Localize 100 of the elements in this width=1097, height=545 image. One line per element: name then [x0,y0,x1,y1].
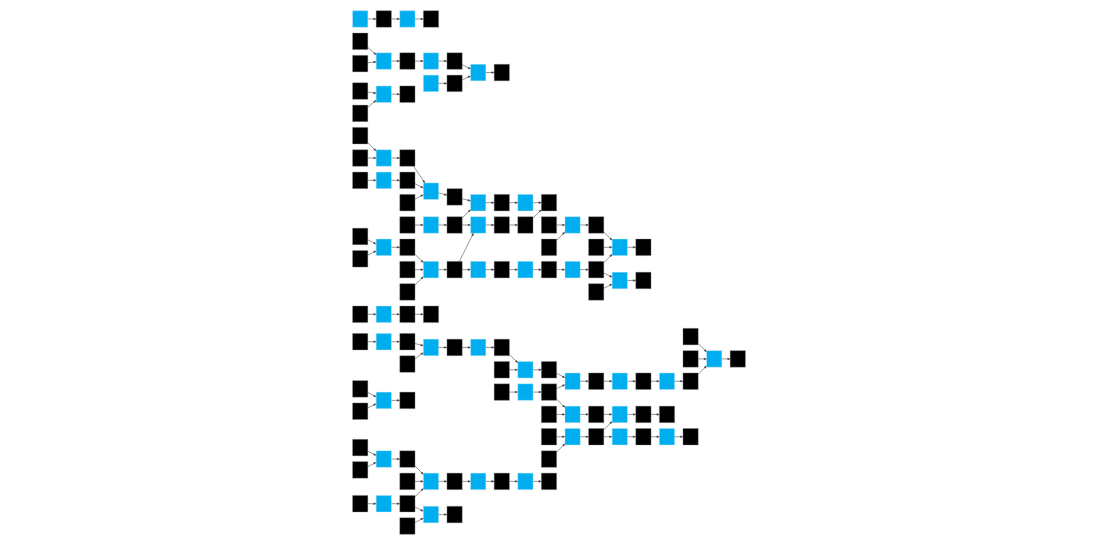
arrow [367,403,376,409]
arrow [412,166,425,183]
arrow [697,357,707,360]
node-box [399,261,415,279]
node-box [682,372,698,390]
arrow [367,340,376,343]
node-box [399,450,415,468]
arrow [485,223,494,226]
arrow [603,231,612,241]
node-box [399,355,415,373]
node-box [351,104,368,122]
node-box [446,261,462,279]
node-box [399,517,415,535]
arrow [579,268,589,271]
arrow [603,380,612,383]
node-box [446,472,462,490]
node-box [399,171,415,189]
arrow [414,480,423,483]
arrow [508,480,518,483]
arrow [367,17,376,20]
node-box [564,372,580,390]
node-box [635,405,651,423]
node-box [375,495,392,513]
arrow [532,391,541,394]
arrow [437,82,447,85]
node-box [493,261,510,279]
arrow [367,100,376,108]
arrow [485,346,494,349]
arrow [485,480,494,483]
node-box [375,391,392,409]
node-box [351,305,368,323]
node-box [351,333,368,351]
node-box [564,261,580,279]
arrow [390,179,400,182]
node-box [351,402,368,420]
arrow [461,64,471,70]
arrow [367,156,376,160]
node-box [493,194,510,212]
arrow [367,239,376,245]
node-box [351,250,368,268]
node-box [729,350,746,368]
node-box [493,472,510,490]
arrow [437,223,447,226]
node-box [540,238,557,256]
node-box [351,10,368,28]
node-box [682,428,698,446]
node-box [517,261,533,279]
arrow [603,421,612,430]
arrow [414,194,423,200]
node-box [399,85,415,103]
node-box [351,439,368,457]
node-box [587,283,604,301]
arrow [650,413,659,416]
arrow [437,346,447,349]
node-box [399,52,415,70]
arrow [508,368,518,371]
arrow [367,142,376,152]
arrow [367,47,376,55]
node-box [682,328,698,346]
arrow [555,384,565,389]
arrow [579,413,589,416]
node-box [399,305,415,323]
arrow [555,443,565,453]
arrow [555,268,565,271]
arrow [367,61,376,64]
arrow [532,201,541,204]
node-box [399,10,415,28]
node-box [375,450,392,468]
node-box [635,428,651,446]
node-box [375,333,392,351]
arrow [367,179,376,182]
node-box [375,238,392,256]
arrow [532,368,541,371]
arrow [461,223,471,226]
arrow [390,399,400,402]
node-box [635,372,651,390]
arrow [461,268,471,271]
node-box [517,194,533,212]
node-box [564,428,580,446]
arrow [437,192,447,196]
arrow [414,518,423,523]
arrow [437,60,447,63]
arrow [414,352,423,360]
arrow [414,488,423,497]
node-box [399,283,415,301]
arrow [461,75,471,81]
arrow [508,268,518,271]
node-box [446,52,462,70]
node-box [517,216,533,234]
arrow [390,156,400,160]
arrow [367,450,376,456]
node-box [564,405,580,423]
arrow [603,246,612,249]
arrow [555,435,565,438]
node-box [517,361,533,379]
arrow [555,373,565,378]
arrow [555,231,565,241]
arrow [414,276,423,286]
node-box [375,85,392,103]
node-box [611,272,628,289]
